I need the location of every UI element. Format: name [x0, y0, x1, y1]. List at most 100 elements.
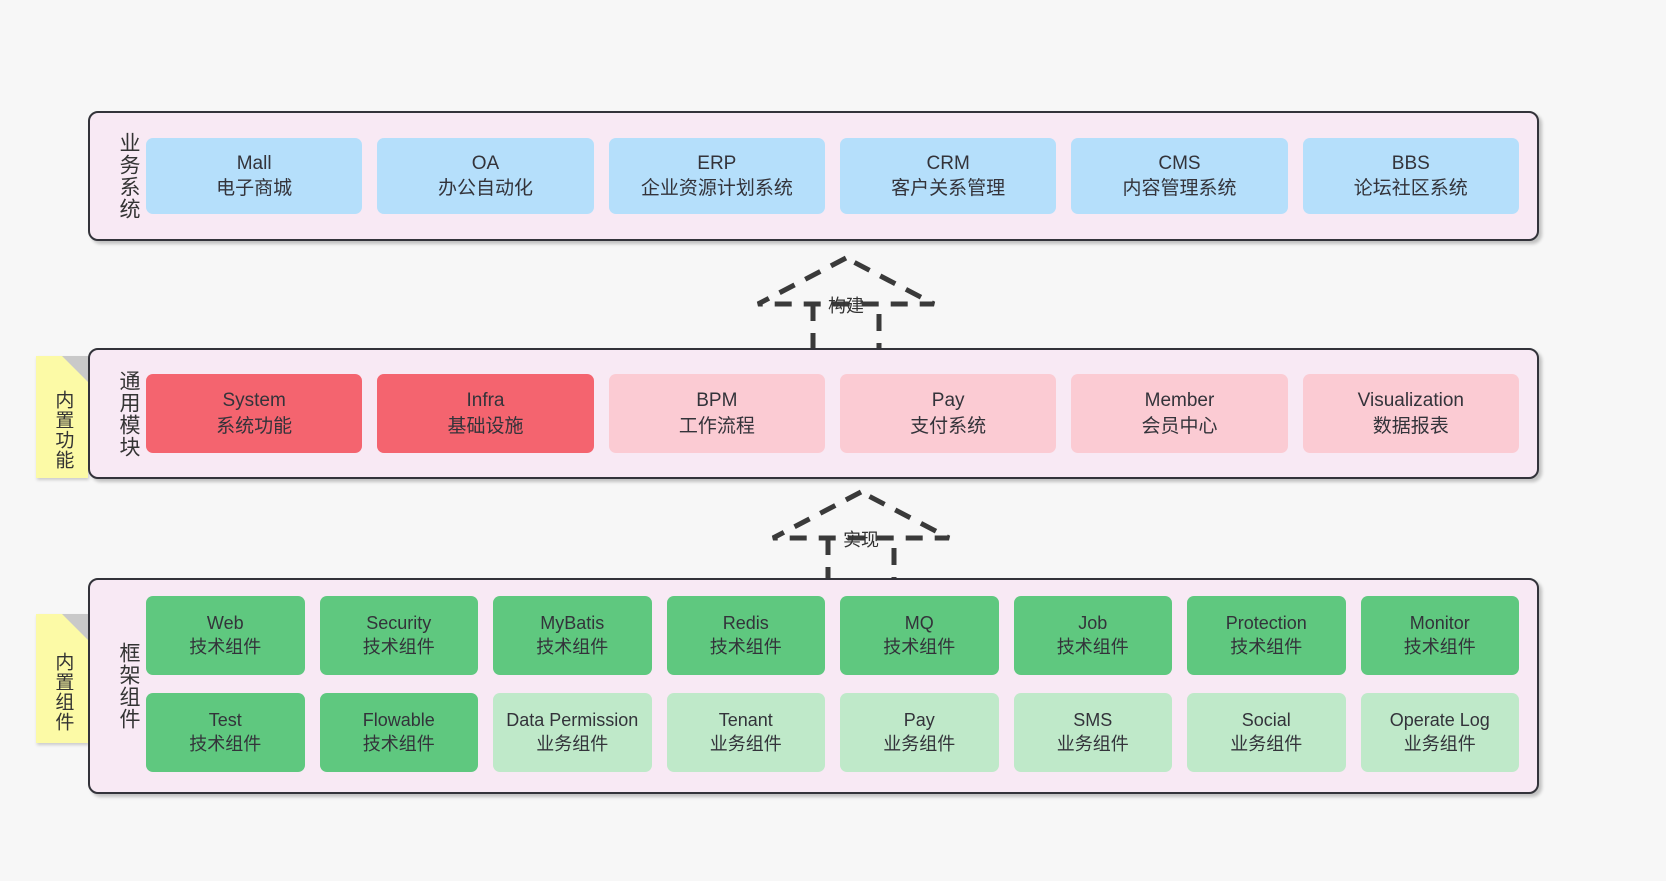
panel-body-framework: Web 技术组件 Security 技术组件 MyBatis 技术组件 Redi…: [140, 580, 1537, 792]
card-redis[interactable]: Redis 技术组件: [666, 596, 825, 675]
card-operate-log[interactable]: Operate Log 业务组件: [1360, 693, 1519, 772]
card-member[interactable]: Member 会员中心: [1071, 374, 1288, 453]
card-subtitle: 客户关系管理: [891, 178, 1006, 199]
card-title: Data Permission: [506, 709, 639, 730]
card-subtitle: 业务组件: [883, 733, 956, 754]
card-system[interactable]: System 系统功能: [146, 374, 363, 453]
card-subtitle: 工作流程: [678, 415, 755, 437]
card-subtitle: 技术组件: [189, 733, 262, 754]
panel-body-business: Mall 电子商城 OA 办公自动化 ERP 企业资源计划系统 CRM 客户关系…: [140, 113, 1537, 239]
card-subtitle: 技术组件: [1230, 636, 1303, 657]
sticky-note-builtin-component: 内置组件: [36, 614, 88, 743]
layer-panel-framework: 框架组件 Web 技术组件 Security 技术组件 MyBatis 技术组件…: [88, 578, 1539, 794]
card-oa[interactable]: OA 办公自动化: [377, 138, 594, 214]
card-title: Visualization: [1357, 390, 1464, 412]
card-subtitle: 基础设施: [447, 415, 524, 437]
panel-label-business: 业务系统: [117, 132, 140, 220]
card-subtitle: 业务组件: [1403, 733, 1476, 754]
card-cms[interactable]: CMS 内容管理系统: [1071, 138, 1288, 214]
card-subtitle: 技术组件: [189, 636, 262, 657]
card-subtitle: 电子商城: [216, 178, 293, 199]
card-flowable[interactable]: Flowable 技术组件: [319, 693, 478, 772]
card-tenant[interactable]: Tenant 业务组件: [666, 693, 825, 772]
layer-panel-common: 通用模块 System 系统功能 Infra 基础设施 BPM 工作流程 Pay…: [88, 348, 1539, 479]
layer-panel-business: 业务系统 Mall 电子商城 OA 办公自动化 ERP 企业资源计划系统 CRM…: [88, 111, 1539, 241]
card-title: ERP: [697, 152, 737, 174]
card-bpm[interactable]: BPM 工作流程: [608, 374, 825, 453]
card-title: CMS: [1158, 152, 1201, 174]
card-subtitle: 企业资源计划系统: [640, 178, 793, 199]
card-title: CRM: [926, 152, 970, 174]
card-mq[interactable]: MQ 技术组件: [840, 596, 999, 675]
card-social[interactable]: Social 业务组件: [1187, 693, 1346, 772]
arrow-build-label: 构建: [828, 296, 864, 316]
card-title: BBS: [1391, 152, 1430, 174]
card-subtitle: 技术组件: [1403, 636, 1476, 657]
card-visualization[interactable]: Visualization 数据报表: [1302, 374, 1519, 453]
card-mall[interactable]: Mall 电子商城: [146, 138, 363, 214]
card-subtitle: 会员中心: [1141, 415, 1218, 437]
card-sms[interactable]: SMS 业务组件: [1013, 693, 1172, 772]
card-title: Member: [1144, 390, 1215, 412]
card-subtitle: 技术组件: [883, 636, 956, 657]
card-web[interactable]: Web 技术组件: [146, 596, 305, 675]
card-subtitle: 办公自动化: [437, 178, 533, 199]
card-row-common: System 系统功能 Infra 基础设施 BPM 工作流程 Pay 支付系统…: [146, 350, 1519, 477]
card-title: Operate Log: [1389, 709, 1490, 730]
card-subtitle: 系统功能: [216, 415, 293, 437]
panel-label-framework: 框架组件: [117, 642, 140, 730]
panel-body-common: System 系统功能 Infra 基础设施 BPM 工作流程 Pay 支付系统…: [140, 350, 1537, 477]
card-subtitle: 支付系统: [910, 415, 987, 437]
card-test[interactable]: Test 技术组件: [146, 693, 305, 772]
card-subtitle: 业务组件: [1230, 733, 1303, 754]
card-title: BPM: [696, 390, 738, 412]
card-job[interactable]: Job 技术组件: [1013, 596, 1172, 675]
card-row-framework-business: Test 技术组件 Flowable 技术组件 Data Permission …: [146, 693, 1519, 776]
card-title: Social: [1241, 709, 1291, 730]
sticky-note-builtin-feature: 内置功能: [36, 356, 88, 478]
card-title: Infra: [466, 390, 505, 412]
card-erp[interactable]: ERP 企业资源计划系统: [608, 138, 825, 214]
card-pay-component[interactable]: Pay 业务组件: [840, 693, 999, 772]
card-subtitle: 技术组件: [1056, 636, 1129, 657]
card-mybatis[interactable]: MyBatis 技术组件: [493, 596, 652, 675]
card-title: Job: [1078, 612, 1108, 633]
card-bbs[interactable]: BBS 论坛社区系统: [1302, 138, 1519, 214]
arrow-implement-label: 实现: [843, 530, 879, 550]
card-title: Web: [206, 612, 244, 633]
card-title: System: [222, 390, 286, 412]
card-title: Flowable: [362, 709, 435, 730]
card-subtitle: 业务组件: [1056, 733, 1129, 754]
card-title: Protection: [1225, 612, 1307, 633]
panel-label-common: 通用模块: [117, 369, 140, 458]
card-title: SMS: [1073, 709, 1113, 730]
card-subtitle: 技术组件: [362, 733, 435, 754]
card-subtitle: 业务组件: [709, 733, 782, 754]
card-title: Security: [366, 612, 432, 633]
card-title: OA: [471, 152, 500, 174]
card-title: Pay: [903, 709, 935, 730]
card-row-business: Mall 电子商城 OA 办公自动化 ERP 企业资源计划系统 CRM 客户关系…: [146, 113, 1519, 239]
arrow-implement-glyph: [771, 489, 951, 594]
card-title: MyBatis: [540, 612, 605, 633]
card-title: Mall: [236, 152, 272, 174]
card-title: Monitor: [1409, 612, 1470, 633]
card-security[interactable]: Security 技术组件: [319, 596, 478, 675]
card-subtitle: 技术组件: [709, 636, 782, 657]
card-crm[interactable]: CRM 客户关系管理: [839, 138, 1057, 214]
card-infra[interactable]: Infra 基础设施: [377, 374, 594, 453]
card-subtitle: 数据报表: [1372, 415, 1449, 437]
card-monitor[interactable]: Monitor 技术组件: [1360, 596, 1519, 675]
card-title: Pay: [931, 390, 965, 412]
card-pay[interactable]: Pay 支付系统: [839, 374, 1057, 453]
arrow-build: 构建: [741, 252, 951, 360]
card-subtitle: 业务组件: [536, 733, 609, 754]
card-title: Redis: [722, 612, 769, 633]
card-subtitle: 技术组件: [536, 636, 609, 657]
card-protection[interactable]: Protection 技术组件: [1187, 596, 1346, 675]
arrow-build-glyph: [756, 255, 936, 360]
card-data-permission[interactable]: Data Permission 业务组件: [493, 693, 652, 772]
card-row-framework-tech: Web 技术组件 Security 技术组件 MyBatis 技术组件 Redi…: [146, 596, 1519, 679]
card-title: Test: [208, 709, 242, 730]
arrow-implement: 实现: [756, 486, 966, 594]
